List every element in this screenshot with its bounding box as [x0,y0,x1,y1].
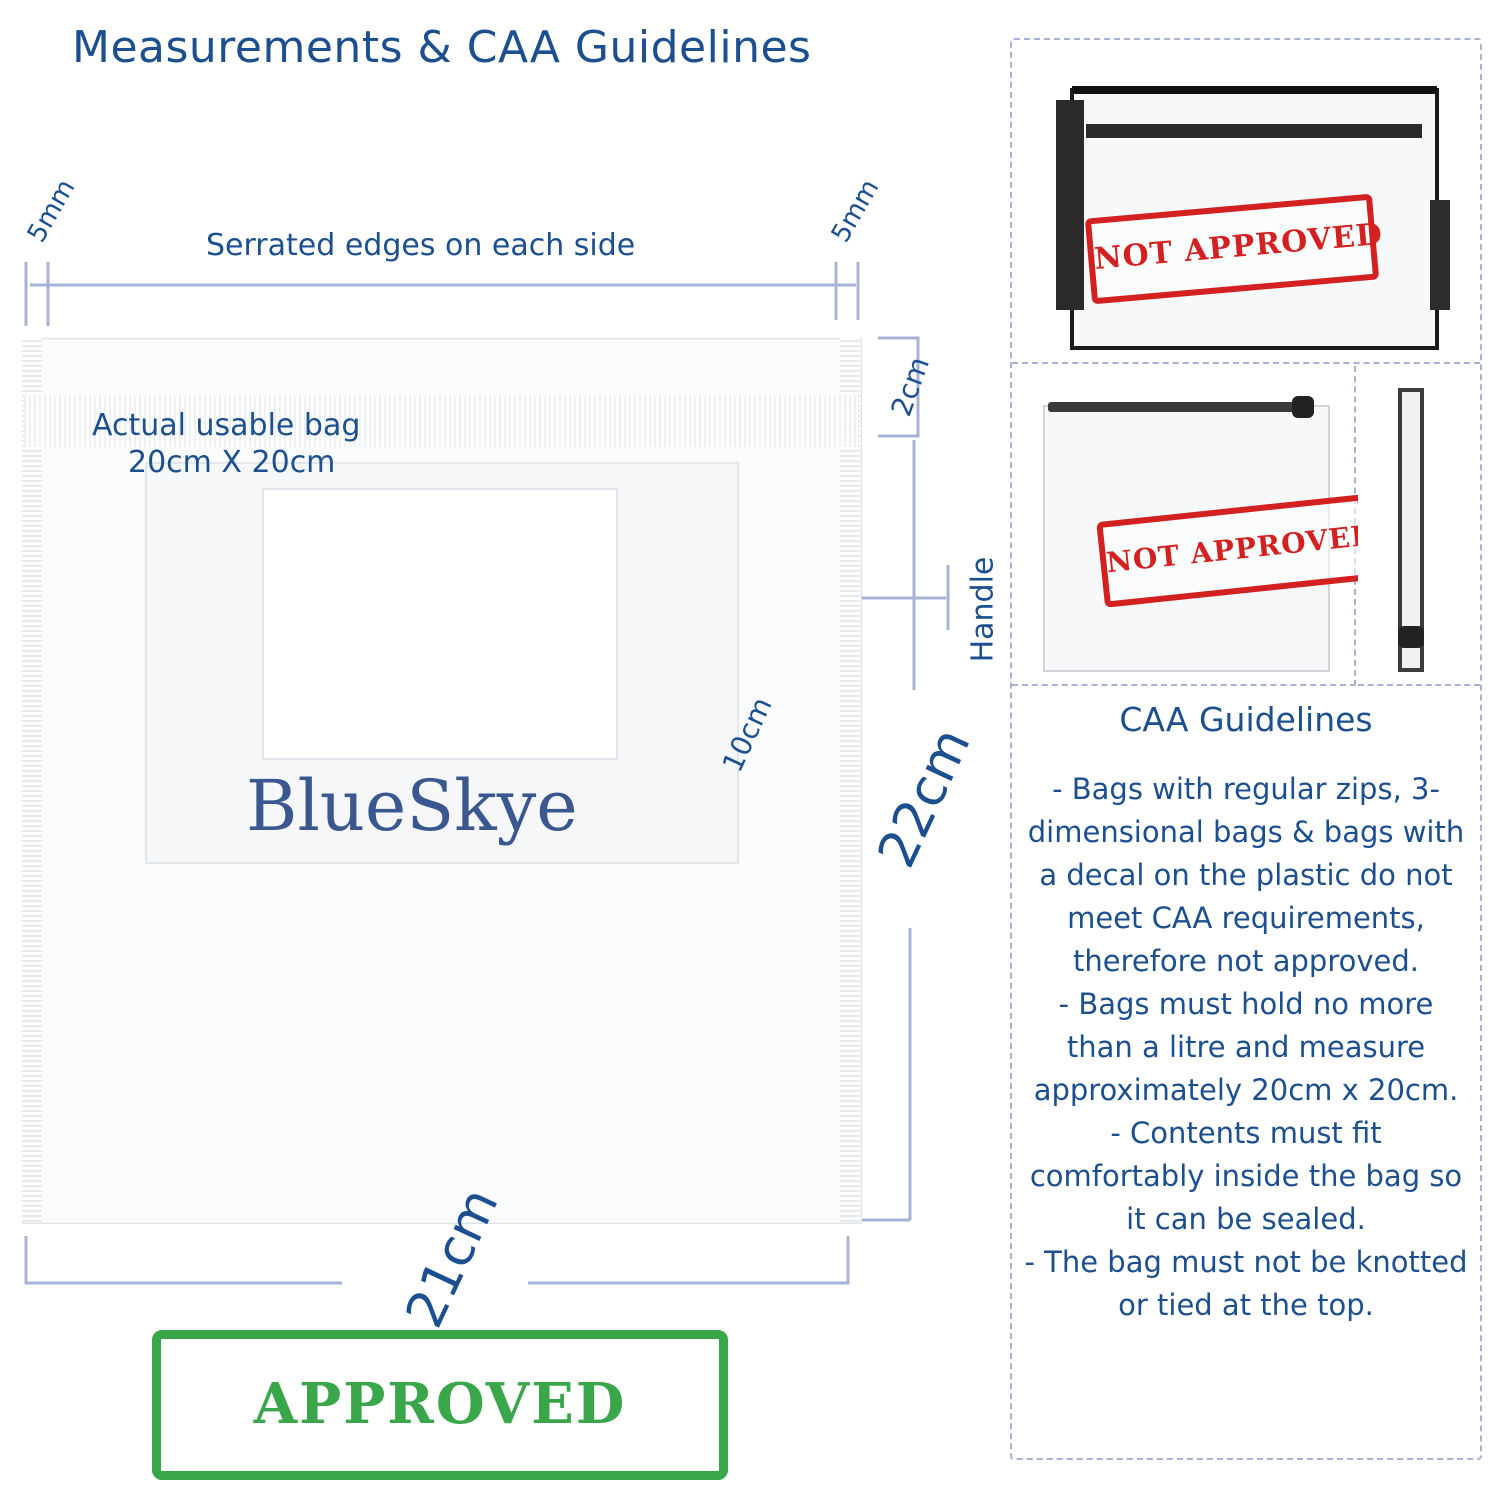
guidelines-panel [1010,38,1482,1460]
handle-label: Handle [965,556,1001,663]
serrated-caption: Serrated edges on each side [206,228,636,263]
guideline-item: - Contents must fit comfortably inside t… [1029,1116,1463,1236]
guideline-item: - The bag must not be knotted or tied at… [1024,1245,1468,1322]
usable-bag-label-line2: 20cm X 20cm [128,445,336,480]
bag-side-image [1398,388,1424,672]
usable-bag-label-line1: Actual usable bag [92,408,361,443]
guideline-item: - Bags must hold no more than a litre an… [1033,987,1459,1107]
approved-stamp: APPROVED [152,1330,728,1480]
guidelines-heading: CAA Guidelines [1119,700,1373,739]
handle-cutout [262,488,618,760]
rigid-zip-bag-photo [1012,40,1480,364]
brand-logo: BlueSkye [246,765,578,847]
zip-seal-strip [24,395,858,447]
serrated-edge-left [22,338,42,1222]
serrated-edge-right [840,338,860,1222]
page-title: Measurements & CAA Guidelines [72,22,812,73]
bag-side-photo [1358,366,1480,686]
guideline-item: - Bags with regular zips, 3-dimensional … [1027,772,1465,978]
rigid-zip-bag-image [1056,86,1450,350]
guidelines-list: - Bags with regular zips, 3-dimensional … [1022,768,1470,1327]
